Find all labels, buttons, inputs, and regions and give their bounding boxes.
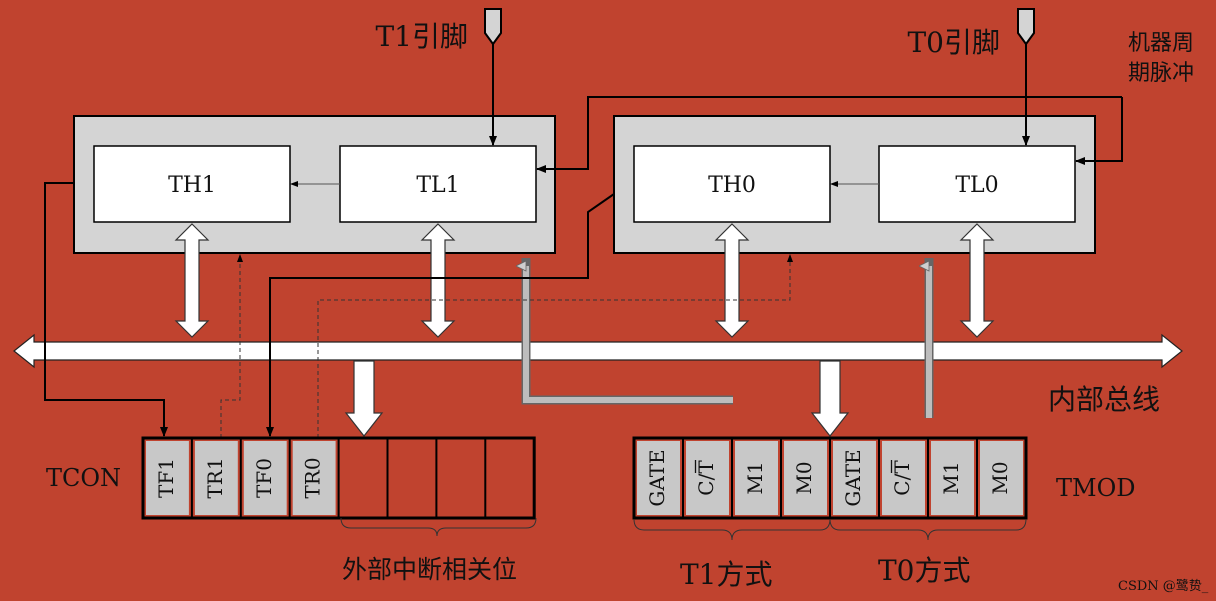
- tmod-bit-label: M0: [988, 461, 1012, 494]
- t1-pin-icon: [484, 8, 502, 46]
- tl0-bus-arrow: [959, 223, 995, 338]
- t1-mode-label: T1方式: [680, 558, 773, 591]
- th1-overflow-to-tf1: [44, 182, 168, 437]
- tmod-bit-label: GATE: [841, 449, 865, 506]
- th1-bus-arrow: [174, 223, 210, 338]
- tmod-bit-cell: [784, 441, 827, 515]
- tl0-label: TL0: [955, 173, 998, 198]
- internal-bus-label: 内部总线: [1048, 383, 1160, 416]
- t1-mode-brace: [633, 518, 831, 541]
- tr0-control-dashed: [317, 254, 793, 438]
- tcon-bit-cell: [292, 441, 336, 515]
- bus-connectors: [174, 223, 995, 437]
- tmod-bit-cell: [931, 441, 974, 515]
- tcon-bit-cell: [243, 441, 287, 515]
- external-interrupt-brace: [340, 517, 537, 537]
- machine-cycle-label-line2: 期脉冲: [1128, 61, 1194, 86]
- tmod-bit-label: M1: [939, 461, 963, 494]
- t0-pin-icon: [1017, 8, 1035, 46]
- th0-overflow-to-tf0: [266, 193, 615, 437]
- machine-cycle-to-tl1-line: [536, 96, 1122, 173]
- tmod-bit-label: C/T: [890, 460, 914, 496]
- tcon-bit-label: TR1: [203, 457, 227, 498]
- tmod-bit-label: M0: [792, 461, 816, 494]
- th1-label: TH1: [168, 173, 216, 198]
- tcon-label: TCON: [46, 464, 121, 492]
- th0-bus-arrow: [714, 223, 750, 338]
- tl0-register: [878, 145, 1076, 223]
- tr1-control-dashed: [220, 254, 243, 438]
- watermark: CSDN @鹭贽_: [1118, 578, 1209, 594]
- tmod-bit-cell: [637, 441, 680, 515]
- tmod-bit-cell: [735, 441, 778, 515]
- tl1-bus-arrow: [420, 223, 456, 338]
- tcon-bit-cell: [194, 441, 238, 515]
- tl1-register: [339, 145, 537, 223]
- machine-cycle-to-tl0-line: [1075, 97, 1123, 165]
- tmod-bit-cell: [980, 441, 1023, 515]
- bus-to-tmod-arrow: [810, 360, 850, 437]
- tmod-register: GATE C/T M1 M0 GATE C/T M1 M0: [632, 436, 1028, 520]
- machine-cycle-label-line1: 机器周: [1128, 31, 1194, 56]
- t1-ct-gray-path-fill: [526, 266, 733, 403]
- tcon-bit-cell: [146, 441, 189, 515]
- tcon-bit-label: TF0: [252, 458, 276, 498]
- t0-mode-brace: [829, 518, 1027, 541]
- external-interrupt-label: 外部中断相关位: [342, 555, 517, 584]
- tcon-bit-cell: [391, 441, 434, 515]
- t1-ct-gray-path: [521, 258, 733, 405]
- tcon-bit-label: TF1: [154, 458, 178, 498]
- th0-label: TH0: [708, 173, 756, 198]
- bus-to-tcon-arrow: [344, 360, 384, 437]
- t0-mode-label: T0方式: [878, 554, 971, 587]
- tcon-register: TF1 TR1 TF0 TR0: [141, 436, 536, 520]
- tcon-outline: [141, 436, 536, 520]
- tl1-label: TL1: [416, 173, 459, 198]
- tcon-bit-cell: [488, 441, 531, 515]
- th1-register: [93, 145, 291, 223]
- tmod-bit-label: GATE: [645, 449, 669, 506]
- internal-bus: [13, 333, 1183, 369]
- t1-pin-label: T1引脚: [376, 20, 469, 53]
- tmod-bit-label: M1: [743, 461, 767, 494]
- tmod-bit-cell: [686, 441, 729, 515]
- tcon-bit-cell: [342, 441, 385, 515]
- tmod-bit-cell: [833, 441, 876, 515]
- tcon-bit-cell: [439, 441, 482, 515]
- t0-pin-label: T0引脚: [908, 26, 1001, 59]
- tmod-outline: [632, 436, 1028, 520]
- tmod-label: TMOD: [1056, 474, 1136, 502]
- tcon-bit-label: TR0: [301, 457, 325, 498]
- tmod-bit-cell: [882, 441, 925, 515]
- tmod-bit-label: C/T: [694, 460, 718, 496]
